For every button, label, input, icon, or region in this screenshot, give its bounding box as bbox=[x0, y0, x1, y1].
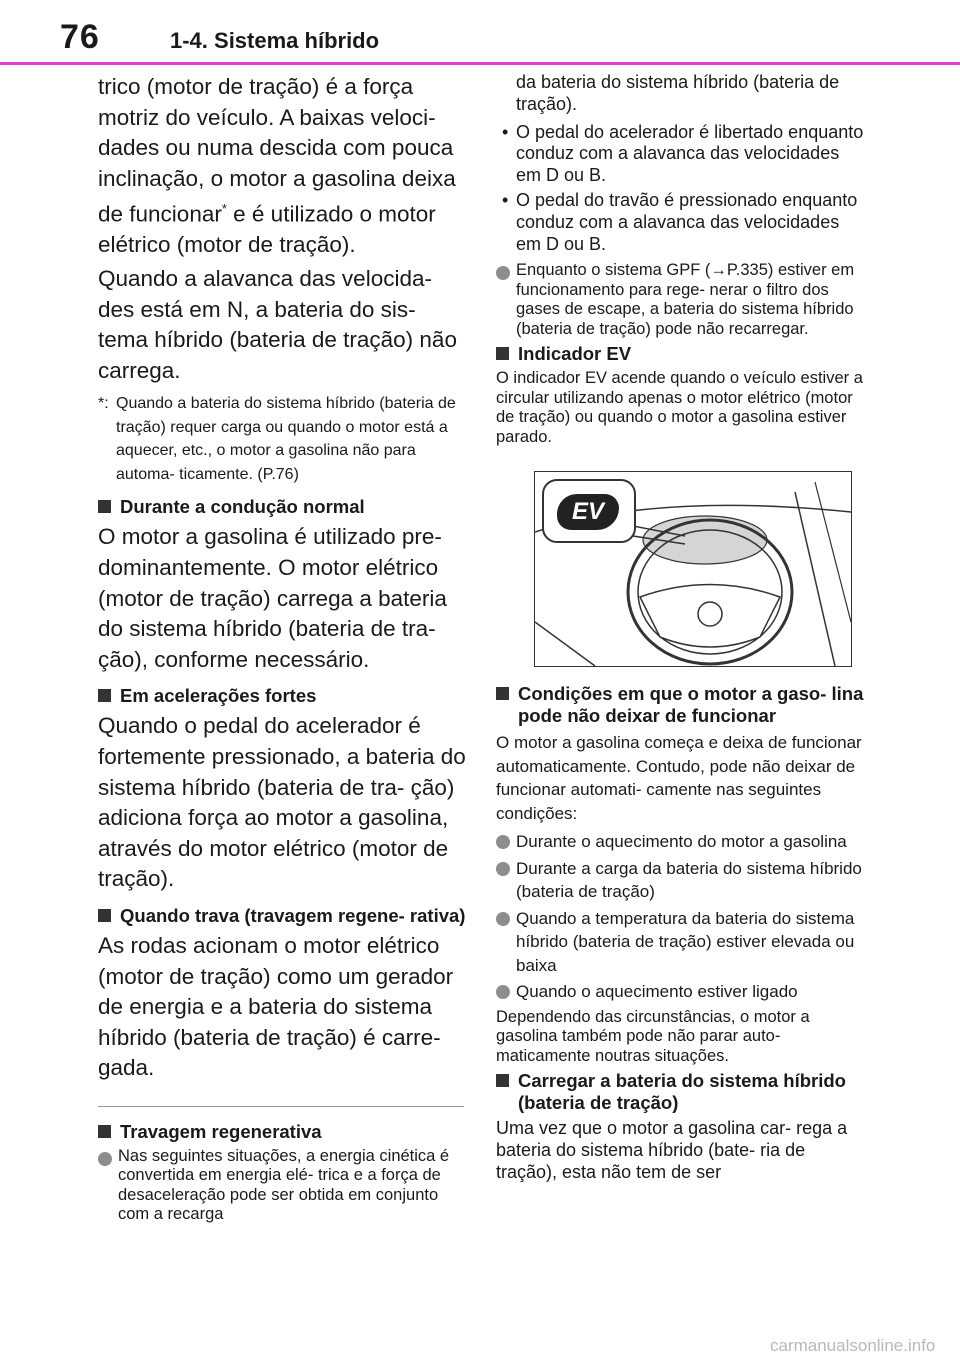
paragraph: O motor a gasolina começa e deixa de fun… bbox=[496, 733, 862, 823]
footnote-marker: * bbox=[221, 201, 227, 217]
left-column: trico (motor de tração) é a força motriz… bbox=[98, 72, 470, 1228]
list-item: Durante a carga da bateria do sistema hí… bbox=[496, 857, 868, 904]
bullet-dot-icon bbox=[496, 266, 510, 281]
paragraph-text: e é utilizado o motor elétrico (motor de… bbox=[98, 201, 436, 258]
list-item-text: Durante o aquecimento do motor a gasolin… bbox=[516, 832, 847, 852]
list-item: Quando a temperatura da bateria do siste… bbox=[496, 907, 868, 978]
page-number: 76 bbox=[60, 18, 100, 56]
footnote-mark: *: bbox=[98, 395, 109, 413]
heading-text: Durante a condução normal bbox=[120, 496, 365, 518]
heading-text: Condições em que o motor a gaso- lina po… bbox=[518, 683, 864, 727]
list-item-text: O pedal do travão é pressionado enquanto… bbox=[516, 189, 858, 254]
list-item: Enquanto o sistema GPF (→P.335) estiver … bbox=[496, 261, 868, 339]
square-bullet-icon bbox=[496, 347, 509, 361]
list-item: Nas seguintes situações, a energia cinét… bbox=[98, 1147, 470, 1225]
divider bbox=[98, 1105, 464, 1107]
header-rule bbox=[0, 62, 960, 65]
square-bullet-icon bbox=[496, 1074, 509, 1088]
square-bullet-icon bbox=[98, 1124, 111, 1138]
square-bullet-icon bbox=[496, 687, 509, 701]
paragraph: trico (motor de tração) é a força motriz… bbox=[98, 72, 470, 261]
ev-indicator-illustration: EV bbox=[534, 471, 852, 668]
section-heading: Durante a condução normal bbox=[98, 496, 470, 518]
list-item: • O pedal do travão é pressionado enquant… bbox=[496, 190, 868, 255]
section-heading: Em acelerações fortes bbox=[98, 685, 470, 707]
paragraph-text: trico (motor de tração) é a força motriz… bbox=[98, 74, 456, 227]
section-heading: Indicador EV bbox=[496, 343, 868, 365]
section-heading: Quando trava (travagem regene- rativa) bbox=[98, 905, 470, 927]
heading-text: Em acelerações fortes bbox=[120, 685, 317, 707]
paragraph: O motor a gasolina é utilizado pre- domi… bbox=[98, 524, 447, 672]
page-header: 76 1-4. Sistema híbrido bbox=[0, 0, 960, 66]
heading-text: Carregar a bateria do sistema híbrido (b… bbox=[518, 1070, 846, 1114]
section-heading: Travagem regenerativa bbox=[98, 1121, 470, 1143]
list-item: Quando o aquecimento estiver ligado bbox=[496, 980, 868, 1004]
list-item: Durante o aquecimento do motor a gasolin… bbox=[496, 830, 868, 854]
bullet-dot-icon bbox=[496, 911, 510, 926]
paragraph: Quando a alavanca das velocida- des está… bbox=[98, 266, 457, 383]
ev-indicator-icon: EV bbox=[557, 494, 619, 531]
list-item-text: O pedal do acelerador é libertado enquan… bbox=[516, 121, 864, 186]
dash-bullet-icon: • bbox=[502, 121, 509, 142]
list-item-text: Nas seguintes situações, a energia cinét… bbox=[118, 1146, 450, 1224]
heading-text: Quando trava (travagem regene- rativa) bbox=[120, 904, 466, 926]
footnote: *: Quando a bateria do sistema híbrido (… bbox=[98, 392, 470, 486]
heading-text: Indicador EV bbox=[518, 343, 632, 365]
watermark: carmanualsonline.info bbox=[770, 1336, 936, 1355]
paragraph: da bateria do sistema híbrido (bateria d… bbox=[516, 72, 840, 114]
bullet-dot-icon bbox=[98, 1151, 112, 1166]
square-bullet-icon bbox=[98, 500, 111, 514]
paragraph: Quando o pedal do acelerador é fortement… bbox=[98, 713, 466, 892]
section-heading: Condições em que o motor a gaso- lina po… bbox=[496, 683, 868, 727]
paragraph: As rodas acionam o motor elétrico (motor… bbox=[98, 932, 454, 1081]
dash-bullet-icon: • bbox=[502, 189, 509, 210]
paragraph: Uma vez que o motor a gasolina car- rega… bbox=[496, 1118, 848, 1182]
square-bullet-icon bbox=[98, 689, 111, 703]
list-item-text: Durante a carga da bateria do sistema hí… bbox=[516, 858, 862, 902]
bullet-dot-icon bbox=[496, 861, 510, 876]
paragraph: O indicador EV acende quando o veículo e… bbox=[496, 369, 863, 446]
list-item-text: Quando a temperatura da bateria do siste… bbox=[516, 908, 855, 975]
section-title: 1-4. Sistema híbrido bbox=[170, 28, 380, 53]
list-item: • O pedal do acelerador é libertado enqua… bbox=[496, 122, 868, 187]
section-heading: Carregar a bateria do sistema híbrido (b… bbox=[496, 1070, 868, 1114]
right-column: da bateria do sistema híbrido (bateria d… bbox=[496, 72, 868, 1184]
list-item-text: Quando o aquecimento estiver ligado bbox=[516, 982, 798, 1002]
heading-text: Travagem regenerativa bbox=[120, 1120, 322, 1142]
bullet-dot-icon bbox=[496, 835, 510, 850]
paragraph: Dependendo das circunstâncias, o motor a… bbox=[496, 1007, 810, 1065]
bullet-dot-icon bbox=[496, 985, 510, 1000]
square-bullet-icon bbox=[98, 908, 111, 922]
footnote-text: Quando a bateria do sistema híbrido (bat… bbox=[116, 395, 456, 483]
list-item-text: Enquanto o sistema GPF (→P.335) estiver … bbox=[516, 261, 855, 338]
